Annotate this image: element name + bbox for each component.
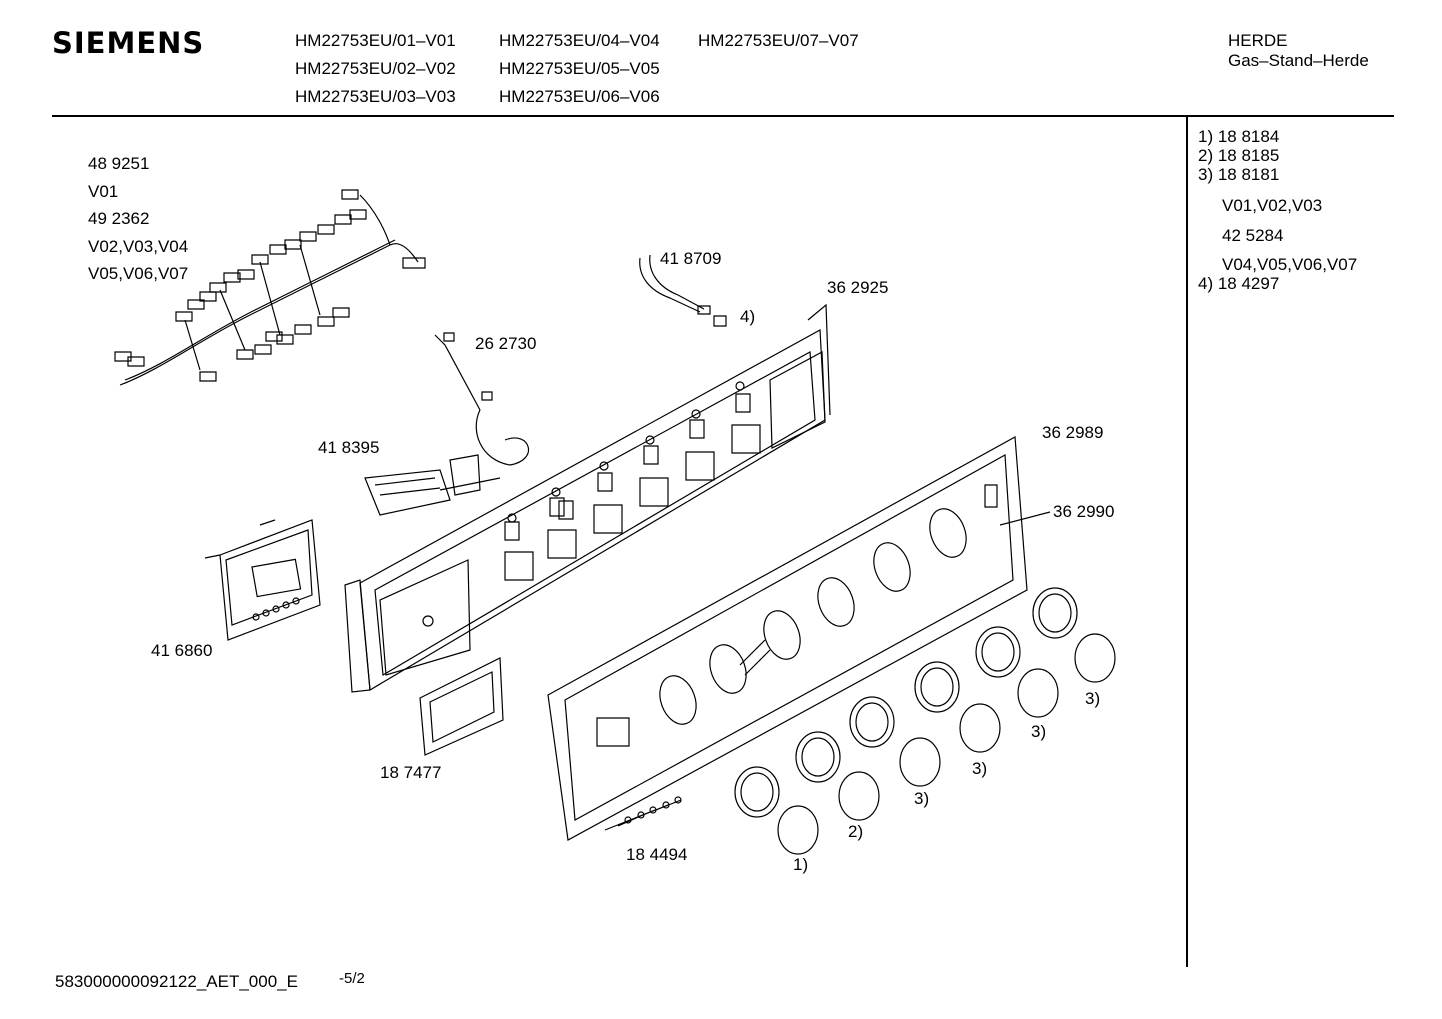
footnote: 4) 18 4297 bbox=[1198, 274, 1280, 293]
part-label: 41 8395 bbox=[318, 438, 380, 457]
category-label: HERDE bbox=[1228, 31, 1288, 50]
model-number: HM22753EU/01–V01 bbox=[295, 31, 456, 50]
part-label: 36 2990 bbox=[1053, 502, 1115, 521]
part-label: 18 7477 bbox=[380, 763, 442, 782]
thermocouple bbox=[640, 255, 726, 326]
sheet-number: -5/2 bbox=[339, 970, 365, 987]
part-number: 48 9251 bbox=[88, 154, 150, 173]
reference-note: 3) bbox=[1031, 722, 1047, 741]
subcategory-label: Gas–Stand–Herde bbox=[1228, 51, 1369, 70]
variant-label: V02,V03,V04 bbox=[88, 237, 189, 256]
footnote: 3) 18 8181 bbox=[1198, 165, 1280, 184]
thermostat-capillary bbox=[435, 333, 529, 465]
control-panel-bracket bbox=[345, 305, 830, 692]
brand-logo: SIEMENS bbox=[52, 26, 205, 60]
reference-note: 4) bbox=[740, 307, 756, 326]
model-number: HM22753EU/06–V06 bbox=[499, 87, 660, 106]
header-divider bbox=[52, 115, 1394, 117]
clock-display-module bbox=[205, 520, 320, 640]
reference-note: 2) bbox=[848, 822, 864, 841]
variant-label: V04,V05,V06,V07 bbox=[1222, 255, 1358, 274]
front-control-panel bbox=[548, 437, 1050, 840]
model-number: HM22753EU/05–V05 bbox=[499, 59, 660, 78]
panel-trim bbox=[420, 658, 503, 755]
part-number: 49 2362 bbox=[88, 209, 150, 228]
sidebar-divider bbox=[1186, 117, 1188, 967]
part-number: 42 5284 bbox=[1222, 226, 1284, 245]
part-label: 36 2925 bbox=[827, 278, 889, 297]
footnote: 1) 18 8184 bbox=[1198, 127, 1280, 146]
part-label: 41 8709 bbox=[660, 249, 722, 268]
variant-label: V01,V02,V03 bbox=[1222, 196, 1323, 215]
variant-label: V05,V06,V07 bbox=[88, 264, 189, 283]
reference-note: 3) bbox=[914, 789, 930, 808]
reference-note: 1) bbox=[793, 855, 809, 874]
footnote: 2) 18 8185 bbox=[1198, 146, 1280, 165]
reference-note: 3) bbox=[972, 759, 988, 778]
model-number: HM22753EU/07–V07 bbox=[698, 31, 859, 50]
model-number: HM22753EU/02–V02 bbox=[295, 59, 456, 78]
part-label: 18 4494 bbox=[626, 845, 688, 864]
reference-note: 3) bbox=[1085, 689, 1101, 708]
document-id: 583000000092122_AET_000_E bbox=[55, 972, 298, 991]
part-label: 36 2989 bbox=[1042, 423, 1104, 442]
model-number: HM22753EU/03–V03 bbox=[295, 87, 456, 106]
variant-label: V01 bbox=[88, 182, 119, 201]
part-label: 26 2730 bbox=[475, 334, 537, 353]
screws bbox=[605, 797, 681, 830]
control-knobs bbox=[735, 588, 1115, 854]
model-number: HM22753EU/04–V04 bbox=[499, 31, 660, 50]
rotary-switch bbox=[365, 455, 500, 515]
part-label: 41 6860 bbox=[151, 641, 213, 660]
wiring-harness bbox=[115, 190, 425, 385]
